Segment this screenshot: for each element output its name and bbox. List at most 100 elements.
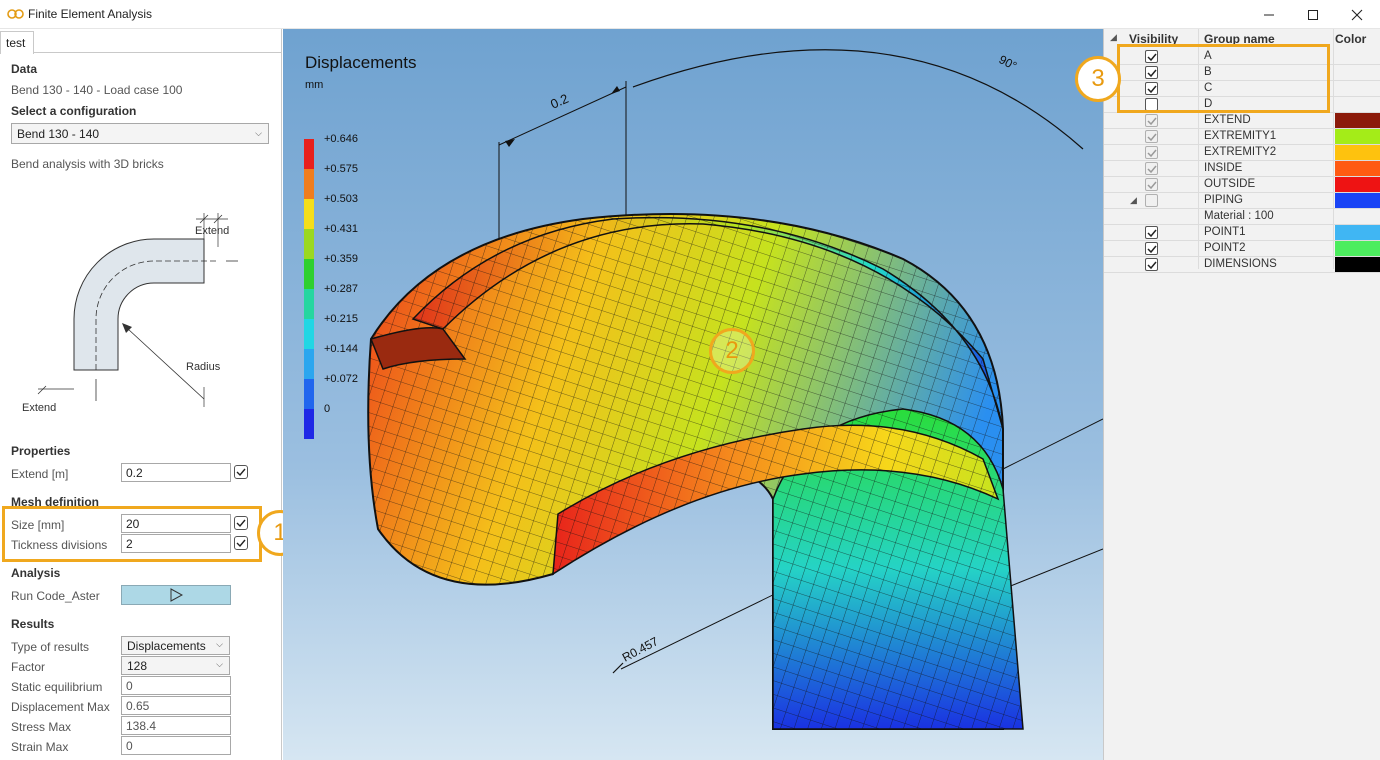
group-color-swatch[interactable] — [1335, 225, 1380, 240]
run-label: Run Code_Aster — [11, 589, 100, 603]
group-name: EXTEND — [1204, 114, 1251, 126]
collapse-arrow-icon[interactable]: ◢ — [1110, 32, 1117, 42]
results-type-select[interactable]: Displacements ⌵ — [121, 636, 230, 655]
play-icon — [170, 588, 183, 602]
visibility-checkbox[interactable] — [1145, 242, 1158, 255]
type-label: Type of results — [11, 640, 90, 654]
chevron-down-icon: ⌵ — [216, 659, 223, 669]
data-section-title: Data — [11, 62, 38, 76]
group-name: Material : 100 — [1204, 210, 1274, 222]
check-icon — [1146, 53, 1157, 61]
group-row[interactable]: PIPING — [1104, 193, 1380, 209]
group-row[interactable]: B — [1104, 65, 1380, 81]
group-color-swatch[interactable] — [1335, 161, 1380, 176]
callout-1-highlight — [2, 506, 262, 562]
configuration-select[interactable]: Bend 130 - 140 ⌵ — [11, 123, 269, 144]
visibility-header[interactable]: Visibility — [1129, 32, 1179, 46]
thickness-input[interactable]: 2 — [121, 534, 231, 553]
legend-label: +0.431 — [324, 223, 358, 235]
legend-swatch — [304, 199, 314, 229]
check-icon — [1146, 133, 1157, 141]
legend-label: 0 — [324, 403, 331, 415]
3d-viewport[interactable]: Displacements mm +0.646+0.575+0.503+0.43… — [283, 29, 1103, 760]
group-row[interactable]: EXTREMITY1 — [1104, 129, 1380, 145]
diagram-radius-label: Radius — [186, 361, 221, 373]
legend-swatch — [304, 409, 314, 439]
group-row[interactable]: Material : 100 — [1104, 209, 1380, 225]
extend-validate-checkbox[interactable] — [234, 465, 248, 479]
group-row[interactable]: DIMENSIONS — [1104, 257, 1380, 273]
group-color-swatch[interactable] — [1335, 257, 1380, 272]
group-name: B — [1204, 66, 1212, 78]
legend-swatch — [304, 289, 314, 319]
group-color-swatch[interactable] — [1335, 177, 1380, 192]
viewport-unit: mm — [305, 79, 324, 91]
check-icon — [236, 519, 246, 528]
strain-max-field: 0 — [121, 736, 231, 755]
factor-value: 128 — [127, 659, 148, 673]
group-color-swatch[interactable] — [1335, 241, 1380, 256]
factor-select[interactable]: 128 ⌵ — [121, 656, 230, 675]
visibility-checkbox[interactable] — [1145, 130, 1158, 143]
group-row[interactable]: EXTEND — [1104, 113, 1380, 129]
check-icon — [236, 539, 246, 548]
visibility-checkbox[interactable] — [1145, 194, 1158, 207]
close-button[interactable] — [1334, 0, 1380, 29]
visibility-checkbox[interactable] — [1145, 50, 1158, 63]
group-color-swatch[interactable] — [1335, 145, 1380, 160]
diagram-extend-bottom-label: Extend — [22, 402, 56, 414]
check-icon — [1146, 245, 1157, 253]
group-row[interactable]: A — [1104, 49, 1380, 65]
group-row[interactable]: C — [1104, 81, 1380, 97]
visibility-checkbox[interactable] — [1145, 258, 1158, 271]
size-input[interactable]: 20 — [121, 514, 231, 533]
legend-swatch — [304, 139, 314, 169]
legend-label: +0.646 — [324, 133, 358, 145]
visibility-checkbox[interactable] — [1145, 114, 1158, 127]
minimize-icon — [1264, 14, 1274, 15]
group-color-swatch[interactable] — [1335, 129, 1380, 144]
visibility-checkbox[interactable] — [1145, 178, 1158, 191]
visibility-checkbox[interactable] — [1145, 226, 1158, 239]
left-panel: test Data Bend 130 - 140 - Load case 100… — [0, 29, 282, 760]
results-section-title: Results — [11, 617, 55, 631]
legend-swatch — [304, 259, 314, 289]
group-name-header[interactable]: Group name — [1204, 32, 1275, 46]
group-name: OUTSIDE — [1204, 178, 1256, 190]
size-validate-checkbox[interactable] — [234, 516, 248, 530]
properties-section-title: Properties — [11, 444, 71, 458]
group-color-swatch[interactable] — [1335, 193, 1380, 208]
thickness-validate-checkbox[interactable] — [234, 536, 248, 550]
visibility-checkbox[interactable] — [1145, 162, 1158, 175]
check-icon — [1146, 85, 1157, 93]
config-description: Bend analysis with 3D bricks — [11, 157, 164, 171]
visibility-checkbox[interactable] — [1145, 66, 1158, 79]
minimize-button[interactable] — [1246, 0, 1292, 29]
tab-test[interactable]: test — [0, 31, 34, 54]
check-icon — [1146, 181, 1157, 189]
group-row[interactable]: INSIDE — [1104, 161, 1380, 177]
color-header[interactable]: Color — [1335, 32, 1367, 46]
group-color-swatch[interactable] — [1335, 113, 1380, 128]
app-logo-icon — [7, 9, 24, 19]
legend-label: +0.287 — [324, 283, 358, 295]
run-button[interactable] — [121, 585, 231, 605]
check-icon — [236, 468, 246, 477]
group-row[interactable]: POINT1 — [1104, 225, 1380, 241]
legend-label: +0.575 — [324, 163, 358, 175]
check-icon — [1146, 149, 1157, 157]
chevron-down-icon: ⌵ — [216, 639, 223, 649]
group-name: POINT2 — [1204, 242, 1246, 254]
extend-input[interactable]: 0.2 — [121, 463, 231, 482]
results-type-value: Displacements — [127, 639, 206, 653]
group-row[interactable]: OUTSIDE — [1104, 177, 1380, 193]
group-row[interactable]: EXTREMITY2 — [1104, 145, 1380, 161]
static-label: Static equilibrium — [11, 680, 103, 694]
maximize-button[interactable] — [1290, 0, 1336, 29]
visibility-checkbox[interactable] — [1145, 146, 1158, 159]
group-row[interactable]: POINT2 — [1104, 241, 1380, 257]
visibility-checkbox[interactable] — [1145, 82, 1158, 95]
legend-label: +0.503 — [324, 193, 358, 205]
check-icon — [1146, 261, 1157, 269]
piping-expand-arrow-icon[interactable]: ◢ — [1130, 195, 1137, 205]
